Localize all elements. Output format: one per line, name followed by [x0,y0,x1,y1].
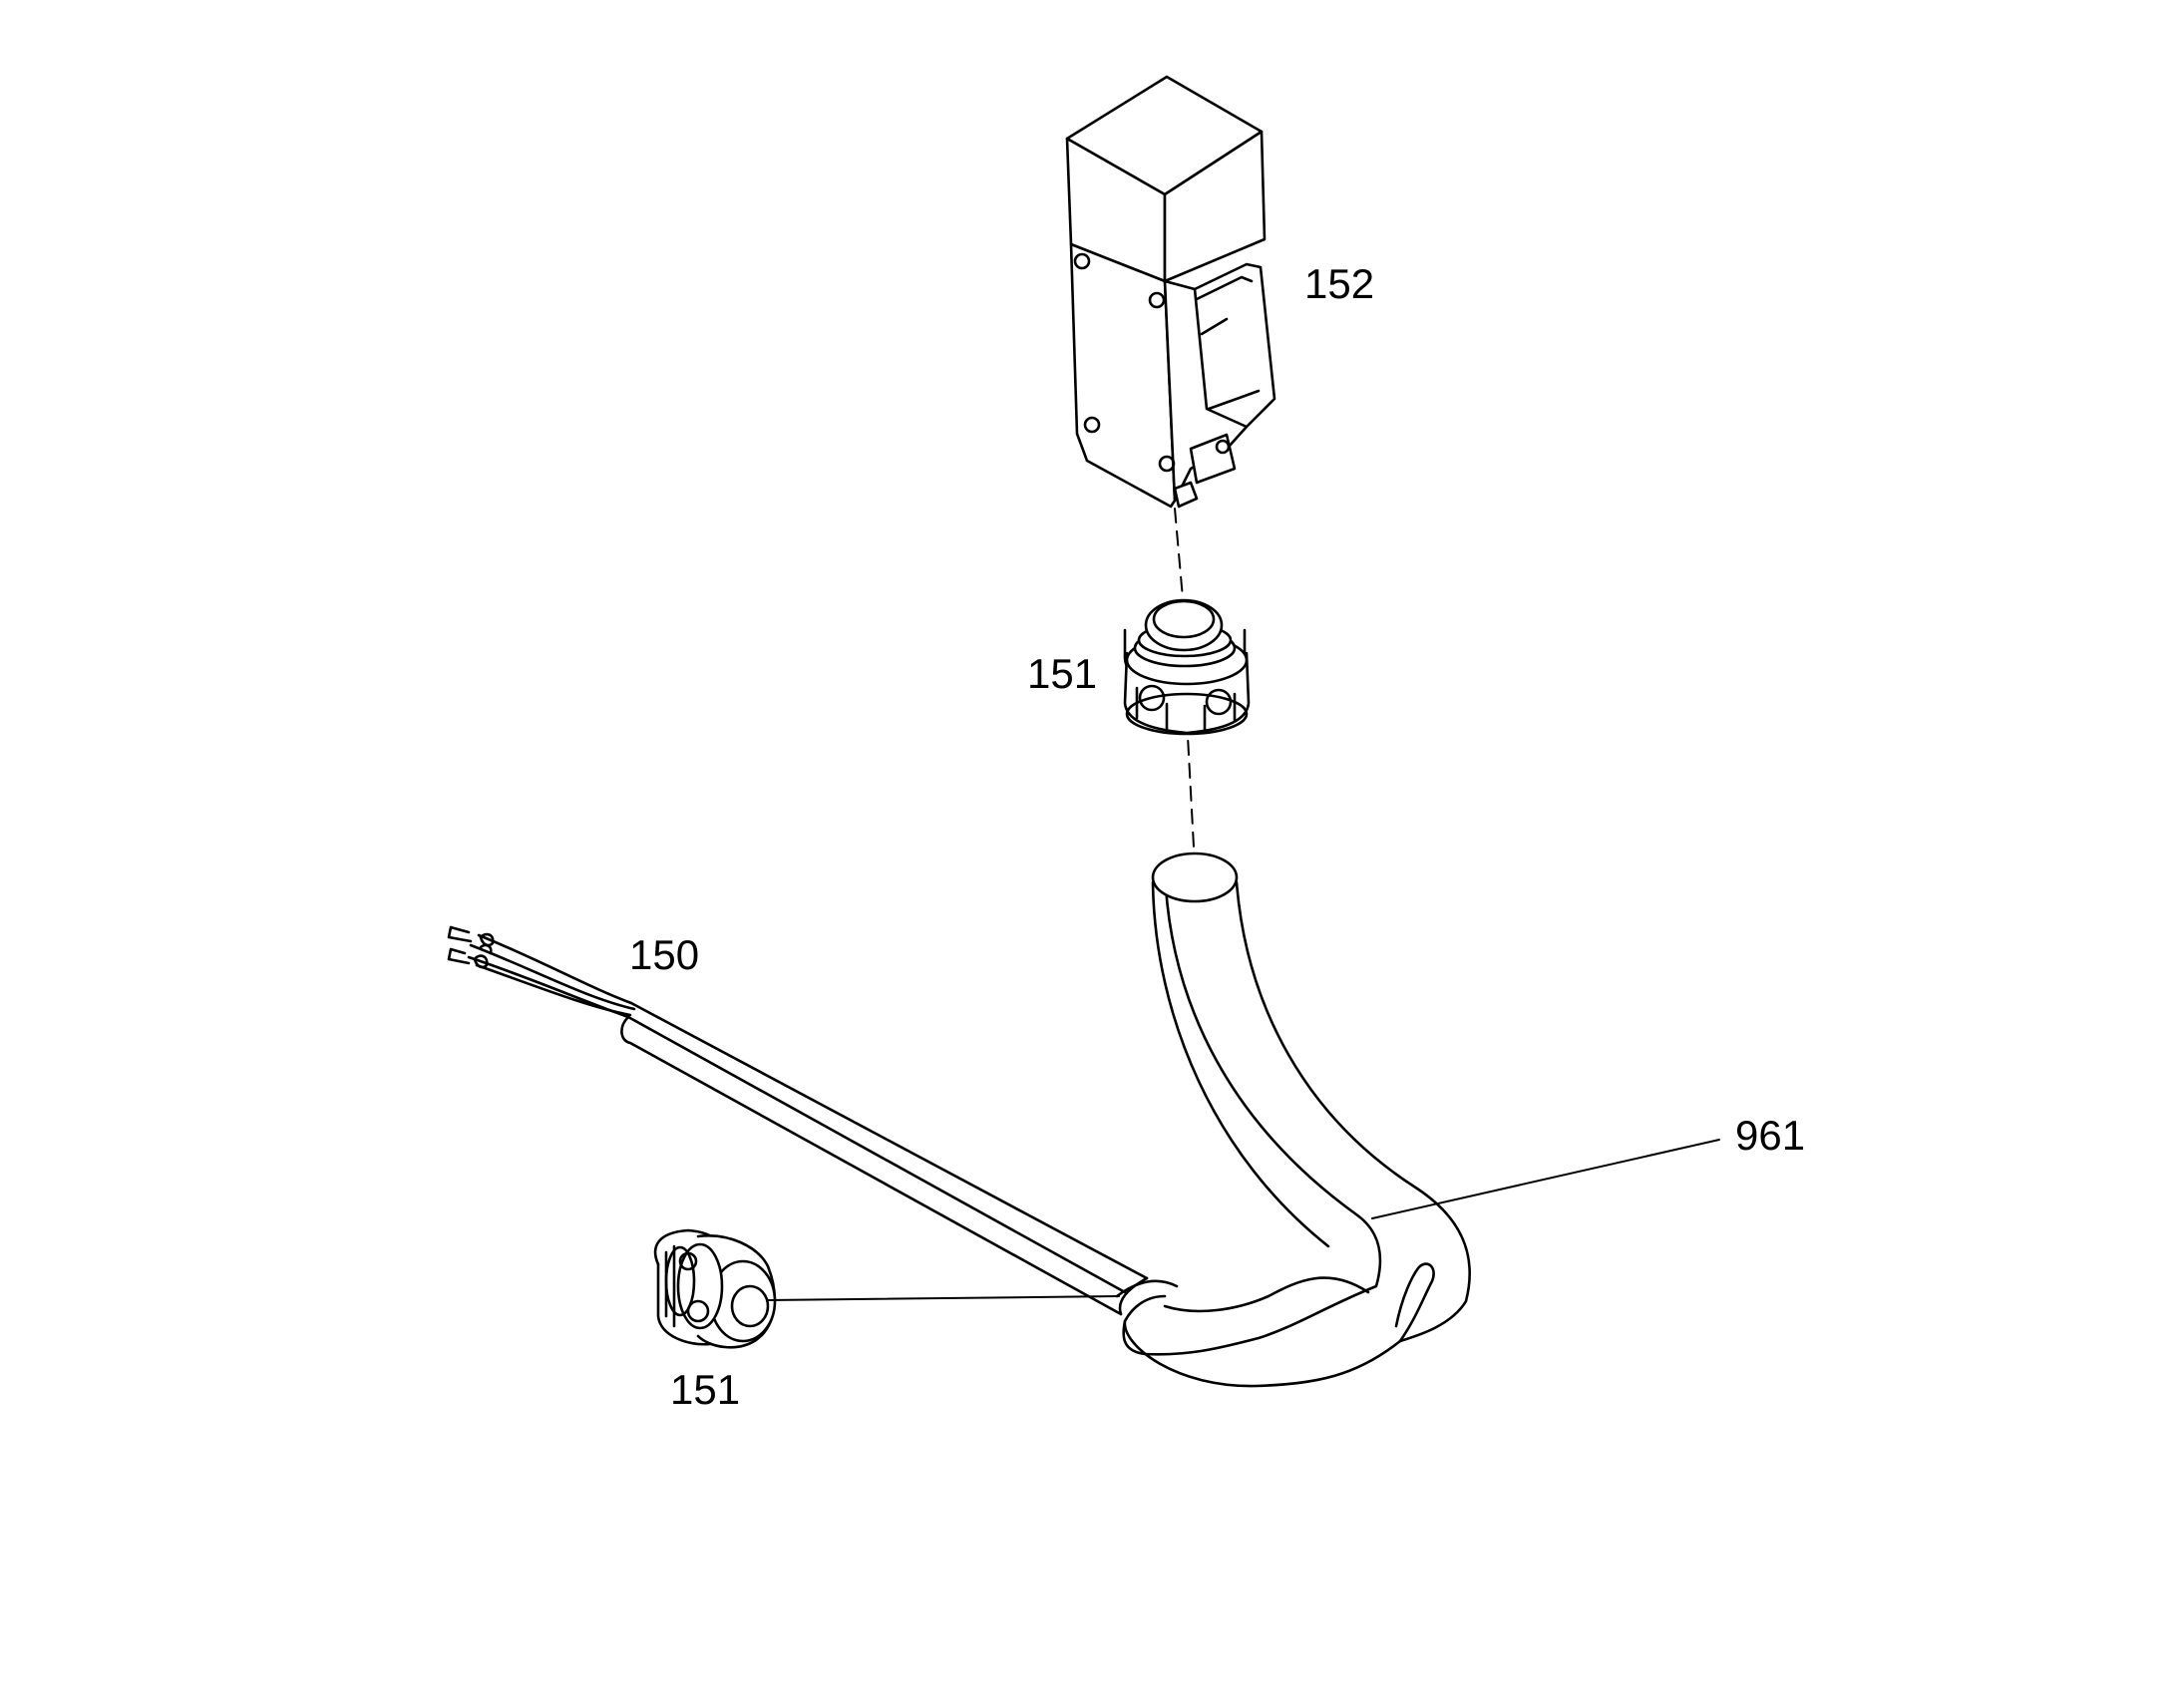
fitting-151-top [1123,598,1251,736]
dashed-center-line [1174,508,1196,866]
callout-152: 152 [1304,260,1375,307]
callout-151-bottom: 151 [670,1366,741,1413]
callout-150: 150 [629,931,700,978]
cable-150 [447,925,1149,1316]
callout-961: 961 [1735,1112,1806,1159]
sensor-152 [1065,75,1276,509]
leader-lines [767,1139,1720,1301]
leader-151-bottom [767,1295,1120,1301]
leader-961 [1371,1139,1720,1219]
fitting-151-bottom [653,1228,777,1349]
callout-151-top: 151 [1027,650,1098,697]
conduit-961 [1115,852,1471,1388]
